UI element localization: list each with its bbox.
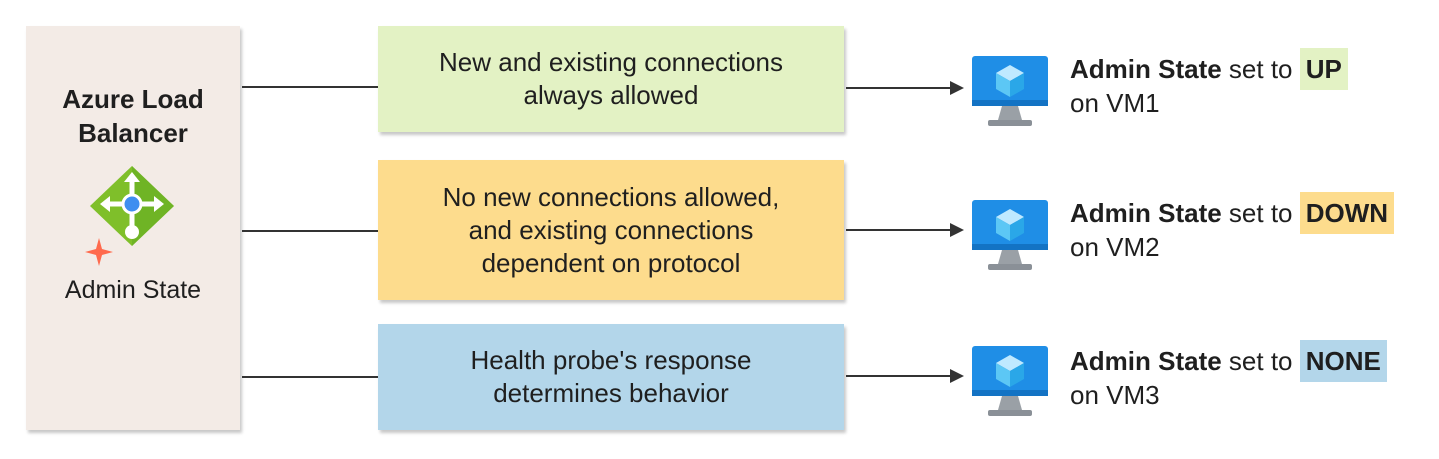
arrow-3 — [846, 369, 964, 383]
vm1-label: Admin State set to UP on VM1 — [1070, 48, 1348, 120]
state-box-none-line1: Health probe's response — [470, 345, 752, 375]
vm3-label-bold: Admin State — [1070, 346, 1222, 376]
connector-line-3 — [242, 376, 378, 378]
status-badge-up: UP — [1299, 48, 1348, 90]
connector-line-2 — [242, 230, 378, 232]
vm3-label: Admin State set to NONE on VM3 — [1070, 340, 1387, 412]
state-box-up-line1: New and existing connections — [439, 47, 783, 77]
arrow-1 — [846, 81, 964, 95]
load-balancer-icon — [85, 166, 174, 266]
vm1-name: on VM1 — [1070, 88, 1160, 118]
vm3-icon — [972, 346, 1048, 416]
status-badge-none: NONE — [1299, 340, 1387, 382]
state-box-down: No new connections allowed, and existing… — [378, 160, 844, 300]
arrow-2 — [846, 223, 964, 237]
state-box-down-line1: No new connections allowed, — [442, 181, 780, 212]
vm1-label-bold: Admin State — [1070, 54, 1222, 84]
load-balancer-title-line2: Balancer — [78, 118, 188, 148]
state-box-down-line3: dependent on protocol — [481, 247, 741, 278]
load-balancer-subtitle: Admin State — [64, 276, 202, 304]
vm2-name: on VM2 — [1070, 232, 1160, 262]
vm1-label-mid: set to — [1221, 54, 1300, 84]
sparkle-icon — [85, 238, 113, 266]
status-badge-down: DOWN — [1299, 192, 1395, 234]
state-box-up: New and existing connections always allo… — [378, 26, 844, 132]
state-box-up-line2: always allowed — [523, 80, 699, 110]
vm2-label-mid: set to — [1221, 198, 1300, 228]
state-box-none-line2: determines behavior — [493, 378, 729, 408]
vm2-icon — [972, 200, 1048, 270]
connector-line-1 — [242, 86, 378, 88]
load-balancer-title: Azure Load Balancer — [26, 82, 240, 150]
vm2-label-bold: Admin State — [1070, 198, 1222, 228]
state-box-down-line2: and existing connections — [468, 214, 754, 245]
vm3-name: on VM3 — [1070, 380, 1160, 410]
load-balancer-panel: Azure Load Balancer Admin State — [26, 26, 240, 430]
vm2-label: Admin State set to DOWN on VM2 — [1070, 192, 1395, 264]
state-box-none: Health probe's response determines behav… — [378, 324, 844, 430]
vm3-label-mid: set to — [1221, 346, 1300, 376]
vm1-icon — [972, 56, 1048, 126]
load-balancer-title-line1: Azure Load — [62, 84, 204, 114]
